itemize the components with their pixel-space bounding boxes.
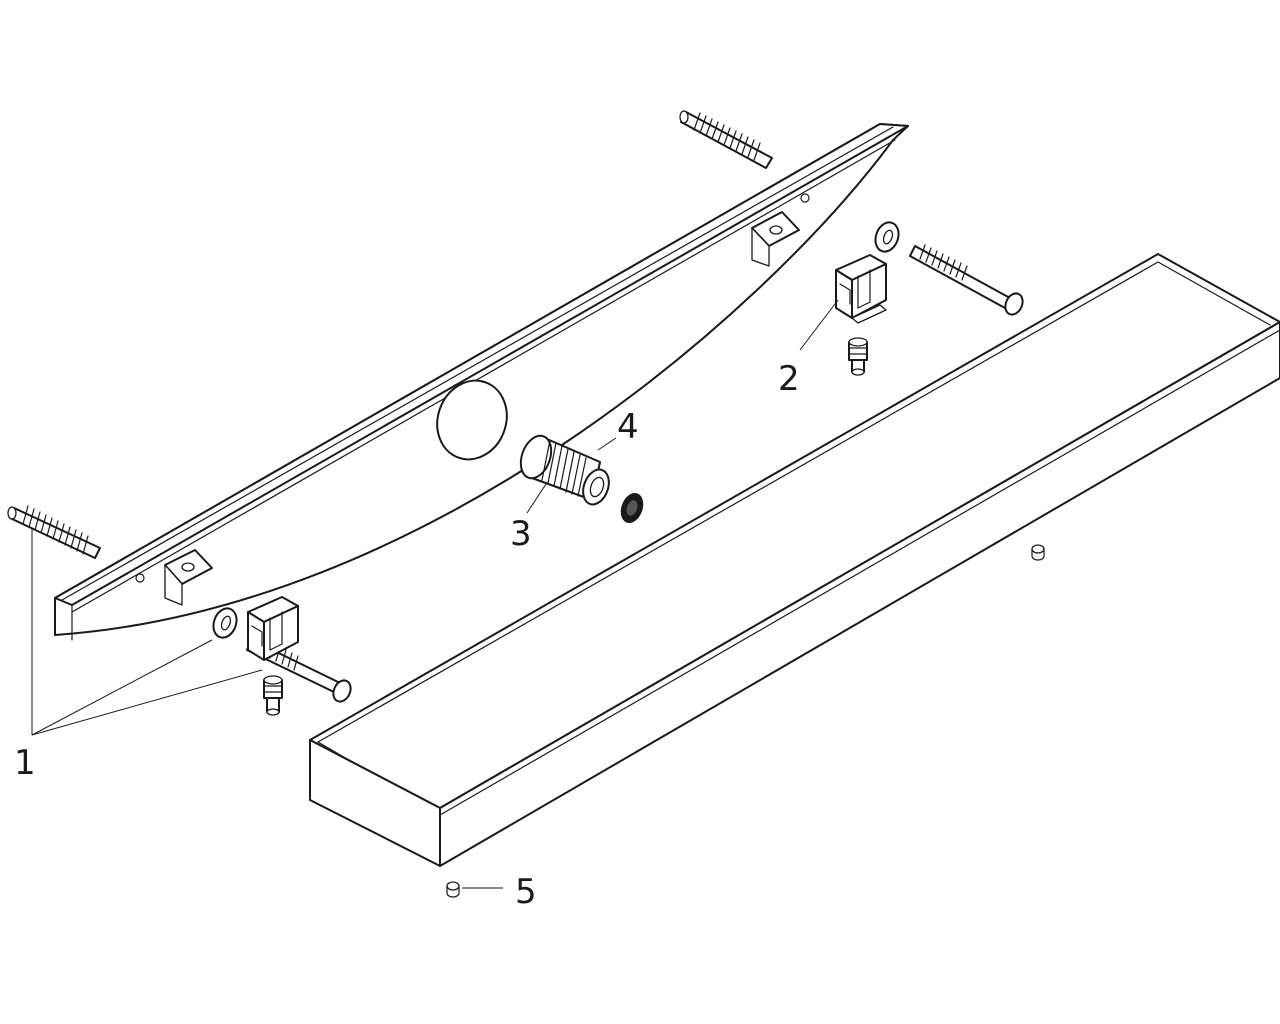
shelf-stopper-icon: [1031, 544, 1045, 561]
clip-bracket-left: [247, 596, 299, 661]
callout-1: 1: [14, 743, 36, 783]
callout-3: 3: [510, 514, 532, 554]
leader-lines: [31, 299, 839, 889]
rail-tab-left: [135, 549, 213, 606]
wall-rail: [54, 123, 909, 641]
wall-plug-left: [7, 505, 101, 559]
wall-plug-right: [679, 110, 773, 169]
rail-tab-right: [751, 193, 810, 267]
stopper-part: [446, 881, 460, 898]
callout-4: 4: [617, 407, 639, 447]
callout-5: 5: [515, 872, 537, 912]
set-screw-left: [263, 675, 283, 716]
washer-right: [874, 221, 900, 253]
callout-2: 2: [778, 359, 800, 399]
threaded-fitting: [519, 434, 610, 506]
shelf-body: [309, 253, 1280, 867]
set-screw-right: [848, 337, 868, 376]
screw-right: [909, 244, 1024, 316]
seal-ring: [620, 492, 644, 524]
clip-bracket-right: [835, 254, 887, 324]
washer-left: [212, 607, 238, 639]
rail-pipe-hole: [436, 379, 508, 461]
